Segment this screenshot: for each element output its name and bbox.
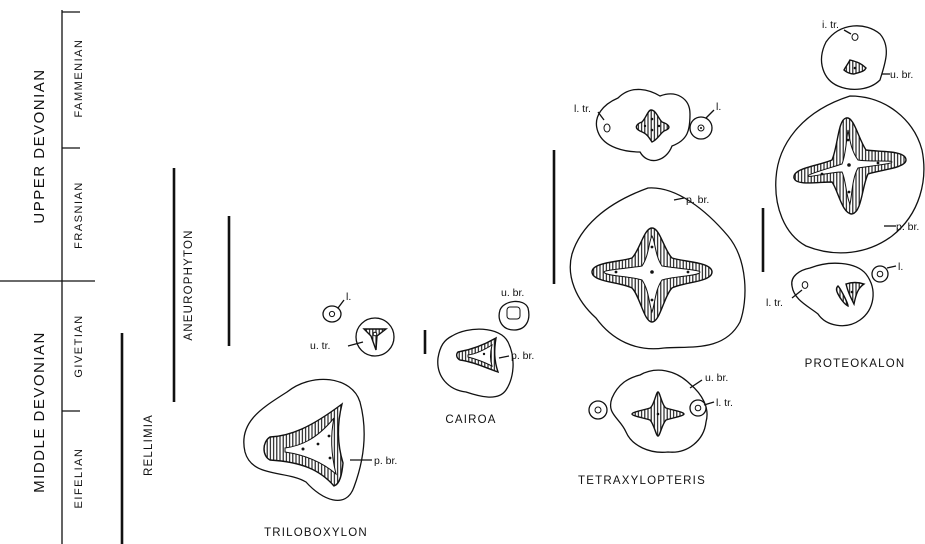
triloboxylon-primary-branch: p. br. <box>244 379 398 500</box>
stage-givetian: GIVETIAN <box>73 314 85 377</box>
stage-famennian: FAMMENIAN <box>73 39 85 118</box>
stratigraphic-column: UPPER DEVONIAN MIDDLE DEVONIAN FAMMENIAN… <box>0 10 95 544</box>
label-l: l. <box>346 291 351 303</box>
taxon-label-aneurophyton: ANEUROPHYTON <box>183 229 195 340</box>
label-i-tr: i. tr. <box>822 19 839 31</box>
tetraxylopteris-primary-branch: p. br. <box>570 188 745 349</box>
proteokalon-group: i. tr. u. br. p. br. l. tr. <box>766 19 924 370</box>
taxon-label-rellimia: RELLIMIA <box>143 414 155 476</box>
label-u-br-pro: u. br. <box>890 69 913 81</box>
taxon-label-tetraxylopteris: TETRAXYLOPTERIS <box>578 475 706 487</box>
triloboxylon-leaf-trace: l. <box>323 291 351 322</box>
tetraxylopteris-leaf-trace: l. <box>690 101 721 139</box>
cairoa-group: u. br. p. br. CAIROA <box>438 287 535 426</box>
label-p-br-pro: p. br. <box>896 221 919 233</box>
cairoa-upper-branch: u. br. <box>499 287 529 330</box>
stage-frasnian: FRASNIAN <box>73 181 85 249</box>
tetraxylopteris-upper-branch-lower: u. br. l. tr. <box>589 370 733 452</box>
period-middle-devonian: MIDDLE DEVONIAN <box>31 331 48 493</box>
label-p-br-tet: p. br. <box>686 194 709 206</box>
taxon-label-proteokalon: PROTEOKALON <box>805 358 906 370</box>
label-l-tr: l. tr. <box>574 103 591 115</box>
label-p-br: p. br. <box>374 455 397 467</box>
tetraxylopteris-group: l. tr. l. p. br. <box>570 89 745 487</box>
tetraxylopteris-upper-branch: l. tr. <box>574 89 690 160</box>
proteokalon-upper-branch: i. tr. u. br. <box>822 19 914 89</box>
proteokalon-lower-branch: l. tr. l. <box>766 261 903 326</box>
label-l-tet: l. <box>716 101 721 113</box>
label-p-br-cairoa: p. br. <box>511 350 534 362</box>
label-l-tr-pro: l. tr. <box>766 297 783 309</box>
label-l-tr-tet: l. tr. <box>716 397 733 409</box>
period-upper-devonian: UPPER DEVONIAN <box>31 68 48 223</box>
label-u-br-tet: u. br. <box>705 372 728 384</box>
stage-eifelian: EIFELIAN <box>73 448 85 509</box>
label-l-pro: l. <box>898 261 903 273</box>
taxon-label-cairoa: CAIROA <box>445 414 496 426</box>
triloboxylon-upper-trace: u. tr. <box>310 318 394 356</box>
label-u-tr: u. tr. <box>310 340 330 352</box>
triloboxylon-group: l. u. tr. p. br. TRILOBOXYLON <box>244 291 398 539</box>
proteokalon-primary-branch: p. br. <box>776 96 924 253</box>
taxon-label-triloboxylon: TRILOBOXYLON <box>264 527 368 539</box>
cairoa-primary-branch: p. br. <box>438 329 535 397</box>
label-u-br: u. br. <box>501 287 524 299</box>
